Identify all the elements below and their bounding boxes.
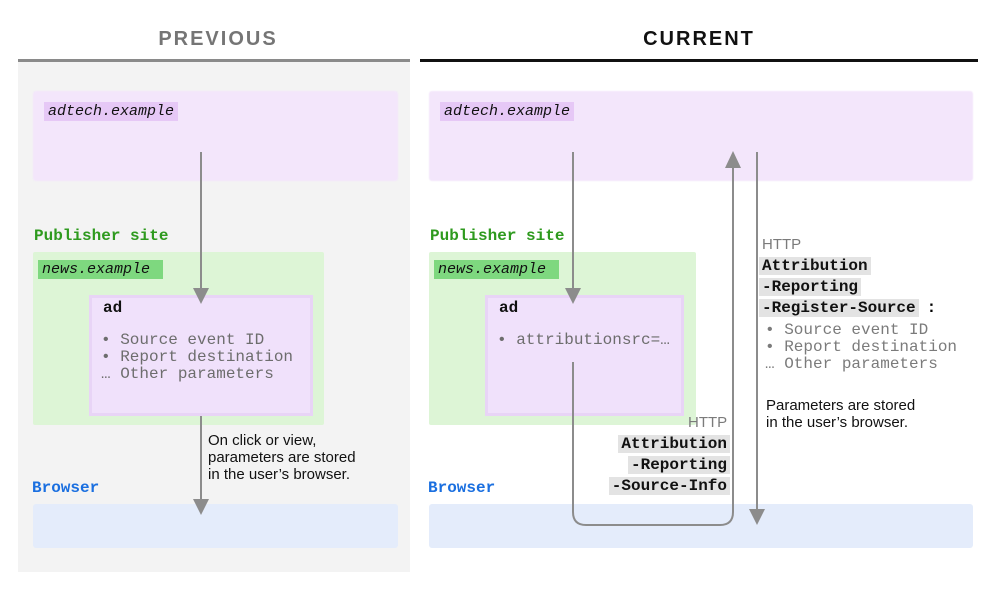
previous-ad-params: • Source event ID • Report destination ……	[101, 332, 293, 383]
response-params: • Source event ID • Report destination ……	[765, 322, 957, 373]
current-title: CURRENT	[643, 28, 755, 50]
response-param: … Other parameters	[765, 355, 938, 373]
previous-ad-param: … Other parameters	[101, 365, 274, 383]
curr-arrowhead-up	[725, 151, 741, 168]
current-title-rule	[420, 59, 978, 62]
previous-browser-box	[33, 504, 398, 548]
prev-arrowhead-1	[193, 288, 209, 304]
previous-title-rule	[18, 59, 410, 62]
response-caption-line: in the user’s browser.	[766, 414, 909, 431]
request-header-part: Attribution	[618, 435, 730, 453]
request-header-part: -Source-Info	[608, 477, 730, 495]
previous-ad-param: • Report destination	[101, 348, 294, 366]
previous-caption-line: in the user’s browser.	[208, 466, 351, 483]
current-news-label: news.example	[434, 260, 559, 279]
previous-browser-label: Browser	[32, 479, 100, 497]
previous-ad-title: ad	[103, 299, 123, 317]
request-header: Attribution -Reporting -Source-Info	[608, 434, 730, 497]
response-header: Attribution -Reporting -Register-Source:	[759, 256, 936, 319]
response-http-label: HTTP	[762, 236, 802, 253]
curr-arrowhead-browser	[749, 509, 765, 525]
previous-caption-line: On click or view,	[208, 432, 317, 449]
response-header-colon: :	[926, 299, 937, 317]
previous-publisher-label: Publisher site	[34, 227, 169, 245]
prev-arrowhead-2	[193, 499, 209, 515]
request-header-part: -Reporting	[627, 456, 730, 474]
previous-adtech-label: adtech.example	[44, 102, 179, 121]
response-caption: Parameters are stored in the user’s brow…	[766, 397, 915, 431]
response-param: • Report destination	[765, 338, 958, 356]
current-publisher-label: Publisher site	[430, 227, 565, 245]
response-caption-line: Parameters are stored	[766, 397, 916, 414]
current-ad-box	[485, 295, 684, 416]
current-adtech-label: adtech.example	[440, 102, 575, 121]
response-header-part: -Register-Source	[759, 299, 919, 317]
previous-news-label: news.example	[38, 260, 163, 279]
previous-caption-line: parameters are stored	[208, 449, 356, 466]
curr-arrowhead-ad	[565, 288, 581, 304]
response-param: • Source event ID	[765, 321, 929, 339]
current-browser-label: Browser	[428, 479, 496, 497]
current-ad-title: ad	[499, 299, 519, 317]
current-ad-attributionsrc: • attributionsrc=…	[497, 331, 670, 349]
previous-ad-box	[89, 295, 313, 416]
curr-request-path	[572, 164, 734, 526]
request-http-label: HTTP	[688, 414, 728, 431]
response-header-part: -Reporting	[759, 278, 862, 296]
previous-caption: On click or view, parameters are stored …	[208, 432, 356, 483]
response-header-part: Attribution	[759, 257, 871, 275]
previous-ad-param: • Source event ID	[101, 331, 265, 349]
previous-title: PREVIOUS	[158, 28, 278, 50]
